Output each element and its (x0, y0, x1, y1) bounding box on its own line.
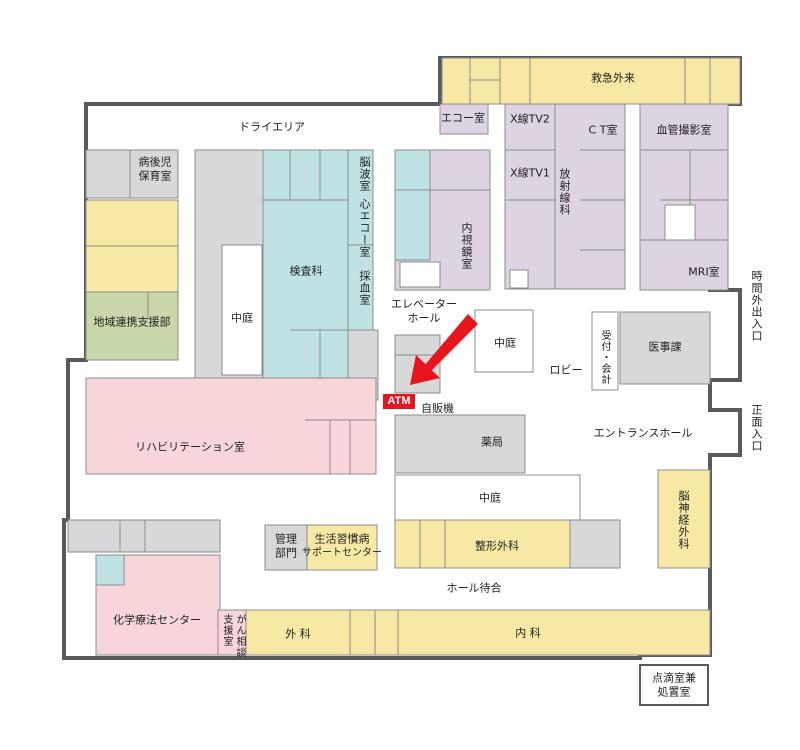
label-after-hours: 時間外出入口 (750, 270, 763, 342)
label-reception: 受付・会計 (599, 330, 610, 385)
label-pharmacy: 薬局 (481, 435, 503, 449)
label-echo: エコー室 (441, 111, 485, 125)
label-xray-tv1: X線TV1 (510, 166, 550, 180)
label-lobby: ロビー (549, 363, 583, 377)
label-orthopedics: 整形外科 (475, 539, 519, 553)
zone-echo (439, 103, 489, 135)
label-cancer-support-2: がん相談 (234, 614, 245, 658)
label-lifestyle-2: サポートセンター (302, 547, 382, 559)
zone-admin (264, 524, 308, 571)
label-courtyard-3: 中庭 (479, 491, 501, 505)
zone-medical-affairs (619, 311, 711, 385)
label-courtyard-1: 中庭 (231, 311, 253, 325)
label-main-entrance: 正面入口 (750, 404, 763, 452)
atm-arrow (410, 314, 478, 385)
label-angio: 血管撮影室 (656, 123, 712, 137)
label-blood-draw: 採血室 (358, 270, 371, 306)
label-infusion-1: 点滴室兼 (652, 671, 696, 685)
label-eeg: 脳波室 (358, 156, 371, 192)
zone-courtyard-2 (474, 309, 534, 373)
zone-rehab (85, 377, 377, 475)
zone-radiology (504, 103, 626, 290)
label-lab: 検査科 (289, 264, 323, 278)
label-courtyard-2: 中庭 (494, 336, 516, 350)
zone-regional (85, 291, 179, 361)
label-endoscopy: 内視鏡室 (460, 222, 473, 270)
label-infusion-2: 処置室 (657, 685, 691, 699)
zone-emergency (441, 57, 741, 105)
label-ct: C T室 (588, 123, 618, 137)
label-entrance-hall: エントランスホール (593, 426, 693, 440)
label-medical-affairs: 医事課 (648, 340, 682, 354)
label-sick-child-2: 保育室 (138, 169, 172, 183)
label-elevator-hall-2: ホール (407, 311, 441, 325)
label-waiting-hall: ホール待合 (446, 581, 502, 595)
atm-badge: ATM (383, 394, 415, 409)
label-regional: 地域連携支援部 (93, 315, 171, 329)
label-cardio-echo: 心エコー室 (358, 198, 371, 258)
label-chemo: 化学療法センター (113, 613, 201, 627)
zone-cancer-support (217, 609, 247, 656)
label-xray-tv2: X線TV2 (510, 112, 550, 126)
zone-lifestyle (306, 524, 378, 571)
zone-courtyard-3 (394, 474, 581, 521)
label-rehab: リハビリテーション室 (135, 440, 245, 454)
label-admin-1: 管理 (275, 532, 297, 546)
zone-orthopedics (394, 519, 571, 569)
zone-infusion (639, 664, 709, 706)
zone-pharmacy (394, 414, 526, 474)
label-admin-2: 部門 (275, 546, 297, 560)
label-lifestyle-1: 生活習慣病 (314, 532, 370, 546)
label-elevator-hall-1: エレベーター (391, 297, 457, 311)
zone-courtyard-1 (221, 244, 263, 376)
label-sick-child-1: 病後児 (138, 155, 172, 169)
label-neurosurgery: 脳神経外科 (677, 490, 690, 550)
zone-cyan-2 (394, 149, 431, 261)
label-radiology: 放射線科 (558, 168, 571, 216)
zone-lower-gray (67, 519, 221, 553)
zone-neurosurgery (657, 469, 711, 569)
zone-angio (639, 103, 729, 291)
label-dry-area: ドライエリア (239, 120, 305, 134)
label-cancer-support-1: 支援室 (221, 614, 232, 647)
label-internal: 内 科 (515, 626, 541, 640)
label-surgery: 外 科 (285, 627, 311, 641)
label-mri: MRI室 (688, 265, 720, 279)
zone-internal (349, 609, 711, 656)
label-emergency: 救急外来 (591, 71, 635, 85)
label-vending: 自販機 (421, 402, 454, 415)
